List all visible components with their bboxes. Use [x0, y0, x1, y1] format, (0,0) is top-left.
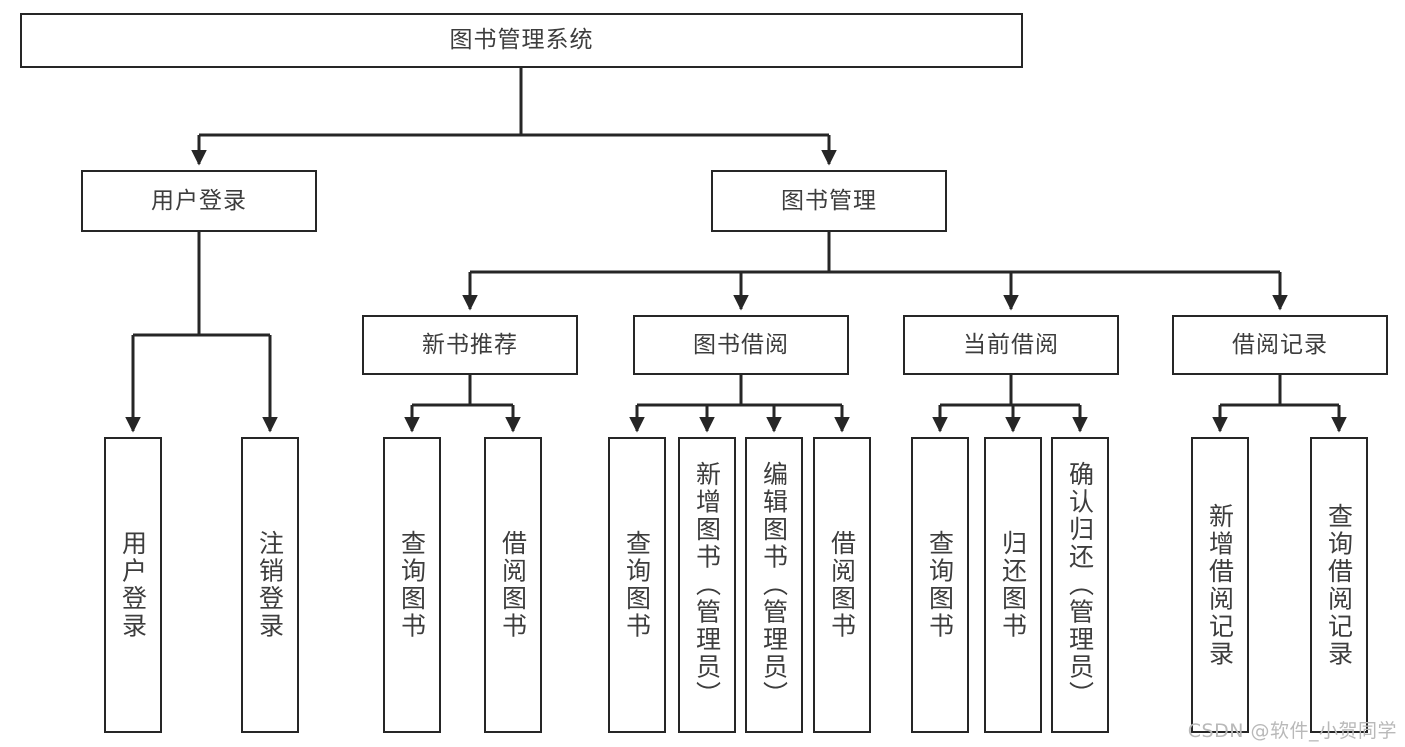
leaf-node[interactable]: 归还图书: [984, 437, 1042, 733]
leaf-node-label: 查询图书: [622, 530, 652, 640]
leaf-node-label: 查询图书: [925, 530, 955, 640]
leaf-node[interactable]: 查询图书: [608, 437, 666, 733]
node-level3-book-borrow[interactable]: 图书借阅: [633, 315, 849, 375]
leaf-node-label: 编辑图书（管理员）: [759, 461, 789, 709]
node-level3-new-book-recommend[interactable]: 新书推荐: [362, 315, 578, 375]
node-level2-user-login[interactable]: 用户登录: [81, 170, 317, 232]
node-level3-borrow-record[interactable]: 借阅记录: [1172, 315, 1388, 375]
leaf-node[interactable]: 查询图书: [911, 437, 969, 733]
node-level3-borrow-record-label: 借阅记录: [1232, 331, 1328, 358]
leaf-node-label: 查询图书: [397, 530, 427, 640]
node-level3-new-book-recommend-label: 新书推荐: [422, 331, 518, 358]
leaf-node-label: 用户登录: [118, 530, 148, 640]
node-root[interactable]: 图书管理系统: [20, 13, 1023, 68]
leaf-node-label: 确认归还（管理员）: [1065, 461, 1095, 709]
leaf-node-label: 借阅图书: [498, 530, 528, 640]
node-level2-book-management-label: 图书管理: [781, 187, 877, 214]
leaf-node-label: 查询借阅记录: [1324, 502, 1354, 668]
node-level2-book-management[interactable]: 图书管理: [711, 170, 947, 232]
leaf-node-label: 归还图书: [998, 530, 1028, 640]
leaf-node-label: 新增借阅记录: [1205, 502, 1235, 668]
leaf-node[interactable]: 确认归还（管理员）: [1051, 437, 1109, 733]
leaf-node[interactable]: 用户登录: [104, 437, 162, 733]
node-level3-current-borrow[interactable]: 当前借阅: [903, 315, 1119, 375]
leaf-node-label: 注销登录: [255, 530, 285, 640]
node-level3-current-borrow-label: 当前借阅: [963, 331, 1059, 358]
leaf-node[interactable]: 查询图书: [383, 437, 441, 733]
csdn-watermark: CSDN @软件_小贺同学: [1187, 720, 1397, 742]
leaf-node[interactable]: 借阅图书: [484, 437, 542, 733]
node-root-label: 图书管理系统: [449, 27, 594, 54]
leaf-node[interactable]: 新增图书（管理员）: [678, 437, 736, 733]
leaf-node[interactable]: 新增借阅记录: [1191, 437, 1249, 733]
leaf-node[interactable]: 注销登录: [241, 437, 299, 733]
leaf-node[interactable]: 借阅图书: [813, 437, 871, 733]
node-level3-book-borrow-label: 图书借阅: [693, 331, 789, 358]
leaf-node[interactable]: 编辑图书（管理员）: [745, 437, 803, 733]
leaf-node[interactable]: 查询借阅记录: [1310, 437, 1368, 733]
leaf-node-label: 借阅图书: [827, 530, 857, 640]
leaf-node-label: 新增图书（管理员）: [692, 461, 722, 709]
node-level2-user-login-label: 用户登录: [151, 187, 247, 214]
